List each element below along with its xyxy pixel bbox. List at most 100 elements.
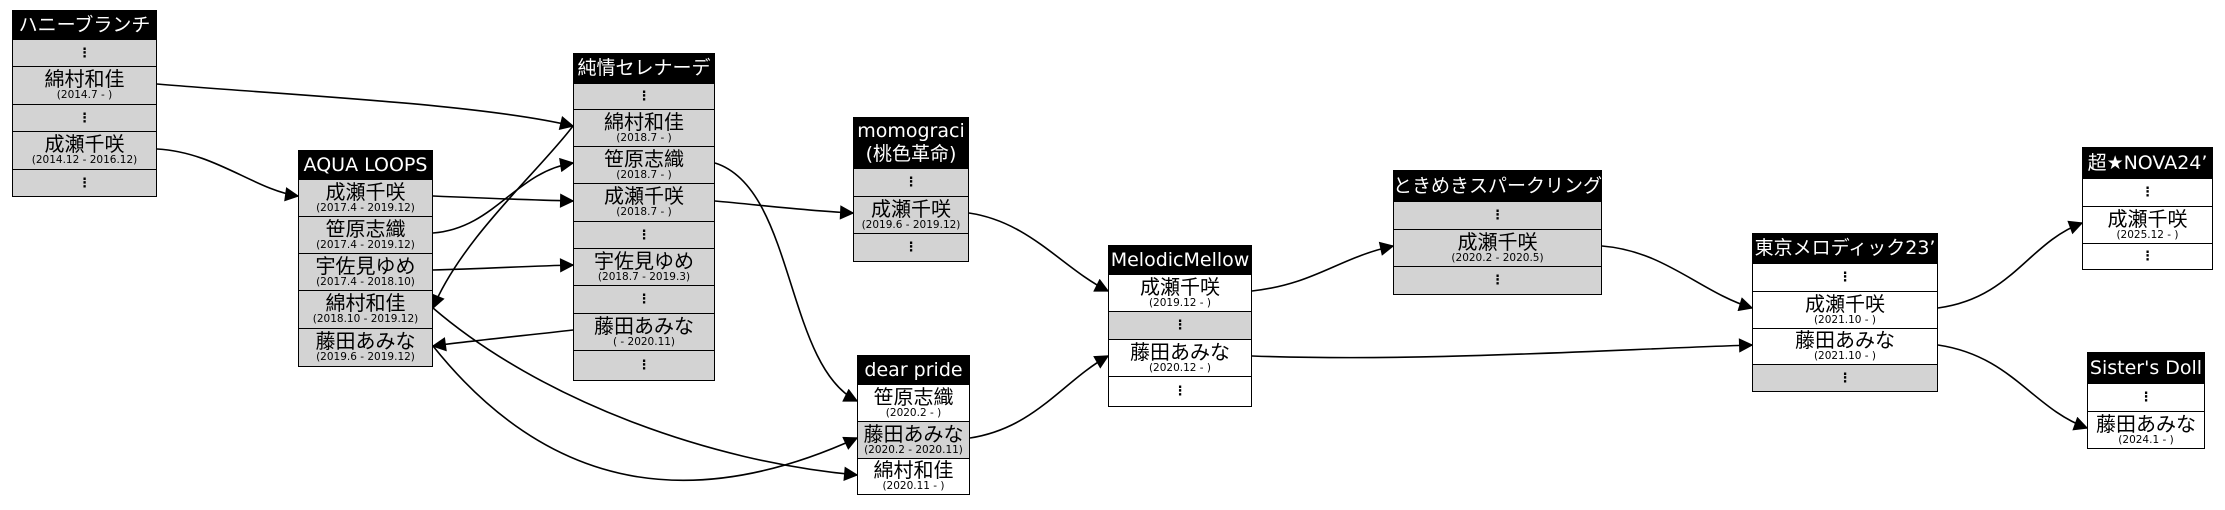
member-row: 笹原志織(2018.7 - ) [574, 146, 714, 183]
ellipsis-glyph: ⋮ [2141, 249, 2154, 264]
group-node-tokyo-melodic-23: 東京メロディック23’⋮成瀬千咲(2021.10 - )藤田あみな(2021.1… [1752, 233, 1938, 392]
member-name: 綿村和佳 [44, 67, 125, 92]
member-period: (2019.6 - 2019.12) [316, 351, 415, 364]
group-header: MelodicMellow [1109, 246, 1251, 274]
transfer-edge-tokyo-melodic-23.2-to-sisters-doll.1 [1937, 344, 2089, 431]
member-row: 成瀬千咲(2017.4 - 2019.12) [299, 179, 432, 216]
transfer-edge-junjo-serenade.3-to-momograci.1 [714, 200, 855, 220]
group-header: 東京メロディック23’ [1753, 234, 1937, 263]
member-period: (2021.10 - ) [1813, 350, 1877, 363]
transfer-edge-honey-branch.1-to-junjo-serenade.1 [156, 83, 575, 131]
ellipsis-glyph: ⋮ [637, 227, 651, 243]
ellipsis-glyph: ⋮ [1491, 208, 1504, 223]
hidden-members-ellipsis: ⋮ [574, 350, 714, 380]
ellipsis-glyph: ⋮ [1491, 273, 1504, 288]
group-title: 東京メロディック23’ [1754, 237, 1936, 260]
transfer-edge-tokimeki-sparkling.1-to-tokyo-melodic-23.1 [1601, 245, 1754, 312]
transfer-edge-aqua-loops.2-to-junjo-serenade.5 [432, 258, 575, 273]
group-title: ときめきスパークリング [1393, 174, 1603, 197]
transfer-edge-junjo-serenade.2-to-dear-pride.0 [714, 162, 859, 402]
member-row: 成瀬千咲(2018.7 - ) [574, 183, 714, 221]
ellipsis-glyph: ⋮ [637, 89, 651, 104]
group-header: AQUA LOOPS [299, 151, 432, 179]
member-period: (2018.7 - ) [616, 206, 672, 219]
hidden-members-ellipsis: ⋮ [2083, 243, 2212, 269]
hidden-members-ellipsis: ⋮ [574, 285, 714, 313]
member-period: (2020.2 - 2020.11) [864, 443, 963, 456]
member-row: 笹原志織(2020.2 - ) [858, 384, 969, 421]
member-name: 成瀬千咲 [871, 196, 951, 221]
hidden-members-ellipsis: ⋮ [854, 233, 968, 261]
member-period: (2024.1 - ) [2118, 433, 2174, 446]
member-name: 宇佐見ゆめ [594, 248, 694, 273]
hidden-members-ellipsis: ⋮ [1109, 376, 1251, 406]
member-name: 綿村和佳 [325, 291, 406, 316]
group-node-honey-branch: ハニーブランチ⋮綿村和佳(2014.7 - )⋮成瀬千咲(2014.12 - 2… [12, 10, 157, 197]
ellipsis-glyph: ⋮ [2139, 390, 2153, 405]
member-name: 成瀬千咲 [604, 184, 684, 209]
member-period: (2014.7 - ) [56, 89, 113, 102]
member-period: (2018.10 - 2019.12) [312, 313, 419, 326]
hidden-members-ellipsis: ⋮ [13, 39, 156, 66]
member-name: 宇佐見ゆめ [315, 253, 416, 278]
group-node-momograci: momograci(桃色革命)⋮成瀬千咲(2019.6 - 2019.12)⋮ [853, 117, 969, 262]
group-title: (桃色革命) [865, 143, 957, 165]
ellipsis-glyph: ⋮ [78, 175, 91, 191]
transfer-edge-momograci.1-to-melodic-mellow.0 [968, 212, 1110, 292]
ellipsis-glyph: ⋮ [904, 175, 918, 190]
member-period: (2014.12 - 2016.12) [31, 154, 138, 167]
member-period: (2020.2 - 2020.5) [1451, 251, 1544, 264]
group-title: momograci [857, 120, 965, 143]
transfer-edge-tokyo-melodic-23.1-to-cho-nova-24.1 [1937, 220, 2084, 309]
hidden-members-ellipsis: ⋮ [574, 221, 714, 248]
hidden-members-ellipsis: ⋮ [13, 104, 156, 131]
member-row: 成瀬千咲(2025.12 - ) [2083, 206, 2212, 243]
hidden-members-ellipsis: ⋮ [854, 168, 968, 196]
member-period: (2020.11 - ) [882, 480, 945, 493]
member-name: 笹原志織 [604, 146, 684, 171]
member-row: 成瀬千咲(2014.12 - 2016.12) [13, 131, 156, 169]
member-name: 綿村和佳 [604, 109, 684, 134]
member-row: 藤田あみな(2024.1 - ) [2088, 411, 2204, 448]
hidden-members-ellipsis: ⋮ [13, 169, 156, 196]
member-period: (2018.7 - ) [616, 131, 672, 144]
member-name: 藤田あみな [2096, 411, 2196, 436]
member-name: 成瀬千咲 [325, 179, 406, 204]
member-period: (2019.6 - 2019.12) [861, 218, 961, 231]
member-name: 成瀬千咲 [2107, 206, 2188, 231]
transfer-edge-melodic-mellow.2-to-tokyo-melodic-23.2 [1251, 338, 1754, 359]
member-name: 藤田あみな [1130, 339, 1230, 364]
group-title: MelodicMellow [1110, 248, 1250, 271]
member-row: 綿村和佳(2018.10 - 2019.12) [299, 290, 432, 328]
hidden-members-ellipsis: ⋮ [1394, 266, 1601, 294]
member-row: 綿村和佳(2014.7 - ) [13, 66, 156, 104]
member-row: 成瀬千咲(2019.6 - 2019.12) [854, 196, 968, 233]
hidden-members-ellipsis: ⋮ [1753, 263, 1937, 291]
member-period: (2019.12 - ) [1148, 296, 1212, 309]
transfer-edge-aqua-loops.4-to-dear-pride.1 [432, 345, 859, 482]
member-name: 藤田あみな [863, 421, 964, 446]
member-period: (2017.4 - 2018.10) [316, 275, 415, 288]
transfer-edge-dear-pride.1-to-melodic-mellow.2 [969, 355, 1110, 439]
member-row: 藤田あみな( - 2020.11) [574, 313, 714, 350]
member-row: 藤田あみな(2019.6 - 2019.12) [299, 328, 432, 366]
member-row: 藤田あみな(2020.2 - 2020.11) [858, 421, 969, 458]
group-header: ハニーブランチ [13, 11, 156, 39]
ellipsis-glyph: ⋮ [1838, 370, 1852, 386]
group-node-junjo-serenade: 純情セレナーデ⋮綿村和佳(2018.7 - )笹原志織(2018.7 - )成瀬… [573, 53, 715, 381]
hidden-members-ellipsis: ⋮ [2083, 178, 2212, 206]
member-name: 笹原志織 [873, 384, 954, 409]
member-name: 笹原志織 [325, 216, 406, 241]
hidden-members-ellipsis: ⋮ [574, 83, 714, 109]
group-title: 超★NOVA24’ [2087, 151, 2208, 174]
group-title: Sister's Doll [2089, 356, 2203, 379]
transfer-edge-junjo-serenade.1-to-aqua-loops.3 [431, 125, 574, 310]
group-title: AQUA LOOPS [303, 153, 428, 176]
member-row: 綿村和佳(2018.7 - ) [574, 109, 714, 146]
ellipsis-glyph: ⋮ [637, 292, 651, 307]
member-period: (2017.4 - 2019.12) [316, 238, 415, 251]
transfer-edge-melodic-mellow.0-to-tokimeki-sparkling.1 [1251, 241, 1395, 292]
